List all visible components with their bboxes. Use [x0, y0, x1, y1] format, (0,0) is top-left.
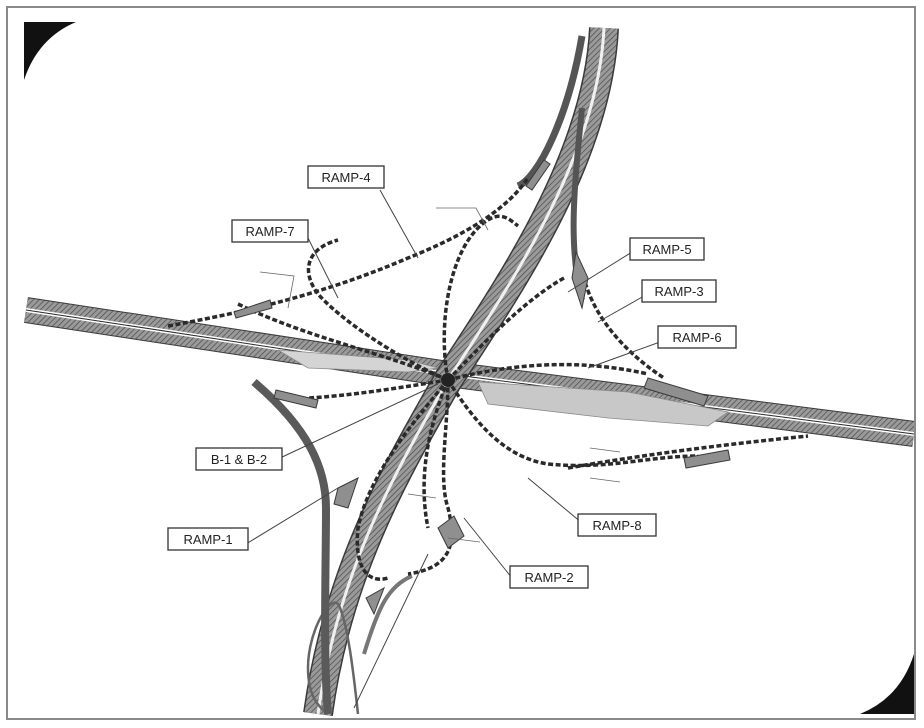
- leader-lines: [245, 189, 661, 709]
- label-ramp-3: RAMP-3: [641, 279, 717, 303]
- ramp-5-line: [446, 276, 565, 382]
- ramp-4-line: [167, 177, 530, 328]
- ramp-lines: [167, 177, 809, 581]
- sw-loop-line: [355, 378, 450, 581]
- corner-decoration-bottom-right: [860, 654, 914, 714]
- interchange-diagram: RAMP-4 RAMP-7 RAMP-5 RAMP-3 RAMP-6 B-1 &…: [24, 22, 914, 717]
- label-b1-b2: B-1 & B-2: [195, 447, 283, 471]
- svg-text:RAMP-1: RAMP-1: [183, 532, 232, 547]
- corner-decoration-top-left: [24, 22, 76, 80]
- interchange-hub: [441, 373, 455, 387]
- label-ramp-4: RAMP-4: [307, 165, 385, 189]
- ramp-3-line: [580, 267, 665, 380]
- east-ramp-line: [567, 434, 809, 470]
- label-ramp-6: RAMP-6: [657, 325, 737, 349]
- label-ramp-5: RAMP-5: [629, 237, 705, 261]
- label-ramp-2: RAMP-2: [509, 565, 589, 589]
- north-inner-loop-line: [442, 214, 520, 381]
- south-ramp-road-east: [362, 574, 413, 655]
- ramp-2-line: [407, 379, 454, 576]
- taper-area-east: [477, 381, 729, 427]
- nw-loop-line: [306, 238, 449, 382]
- south-inner-loop-line: [422, 379, 450, 529]
- svg-text:RAMP-4: RAMP-4: [321, 170, 370, 185]
- svg-text:RAMP-7: RAMP-7: [245, 224, 294, 239]
- label-ramp-7: RAMP-7: [231, 219, 309, 243]
- diagram-frame: RAMP-4 RAMP-7 RAMP-5 RAMP-3 RAMP-6 B-1 &…: [6, 6, 916, 720]
- ramp-8-line: [446, 379, 699, 468]
- ramp-nose-markers: [233, 159, 731, 616]
- south-ramp-road: [251, 378, 332, 715]
- svg-text:B-1 & B-2: B-1 & B-2: [211, 452, 267, 467]
- b1-b2-line: [307, 378, 449, 400]
- svg-text:RAMP-5: RAMP-5: [642, 242, 691, 257]
- label-ramp-1: RAMP-1: [167, 527, 249, 551]
- svg-text:RAMP-3: RAMP-3: [654, 284, 703, 299]
- ramp-6-line: [447, 362, 649, 382]
- svg-text:RAMP-2: RAMP-2: [524, 570, 573, 585]
- label-ramp-8: RAMP-8: [577, 513, 657, 537]
- svg-text:RAMP-6: RAMP-6: [672, 330, 721, 345]
- svg-text:RAMP-8: RAMP-8: [592, 518, 641, 533]
- minor-annotations: [259, 207, 621, 543]
